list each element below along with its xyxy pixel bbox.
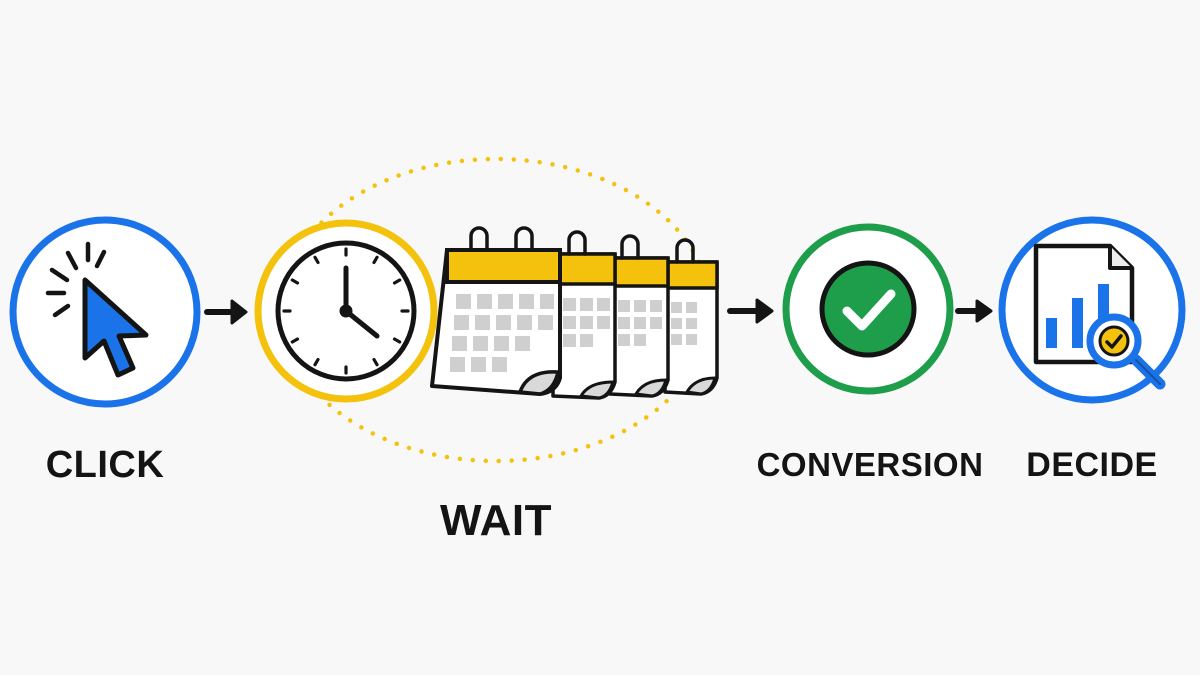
arrow-right-icon	[727, 298, 774, 324]
step-label-wait: WAIT	[440, 496, 552, 545]
calendar-page	[608, 234, 670, 398]
clock-tick	[372, 255, 379, 265]
conversion-step	[782, 223, 954, 395]
step-label-conversion: CONVERSION	[756, 446, 984, 483]
calendar-stack-icon	[430, 226, 719, 400]
clock-tick	[290, 337, 300, 344]
clock-tick	[290, 278, 300, 285]
clock-tick	[313, 357, 320, 367]
click-step	[9, 216, 201, 408]
step-label-decide: DECIDE	[1026, 446, 1158, 484]
arrow-right-icon	[955, 299, 993, 323]
clock-tick	[313, 255, 320, 265]
clock-tick	[392, 337, 402, 344]
clock-tick	[392, 278, 402, 285]
calendar-page	[663, 238, 719, 396]
clock-tick	[372, 357, 379, 367]
calendar-page-front	[430, 226, 562, 396]
step-label-click: CLICK	[45, 444, 165, 486]
wait-step	[254, 156, 719, 464]
decide-step	[998, 216, 1186, 404]
calendar-page	[551, 230, 617, 400]
arrow-right-icon	[204, 299, 248, 325]
checkmark-icon	[819, 260, 917, 358]
cursor-click-icon	[45, 241, 149, 378]
clock-icon	[275, 240, 417, 382]
report-magnifier-icon	[1033, 243, 1166, 390]
